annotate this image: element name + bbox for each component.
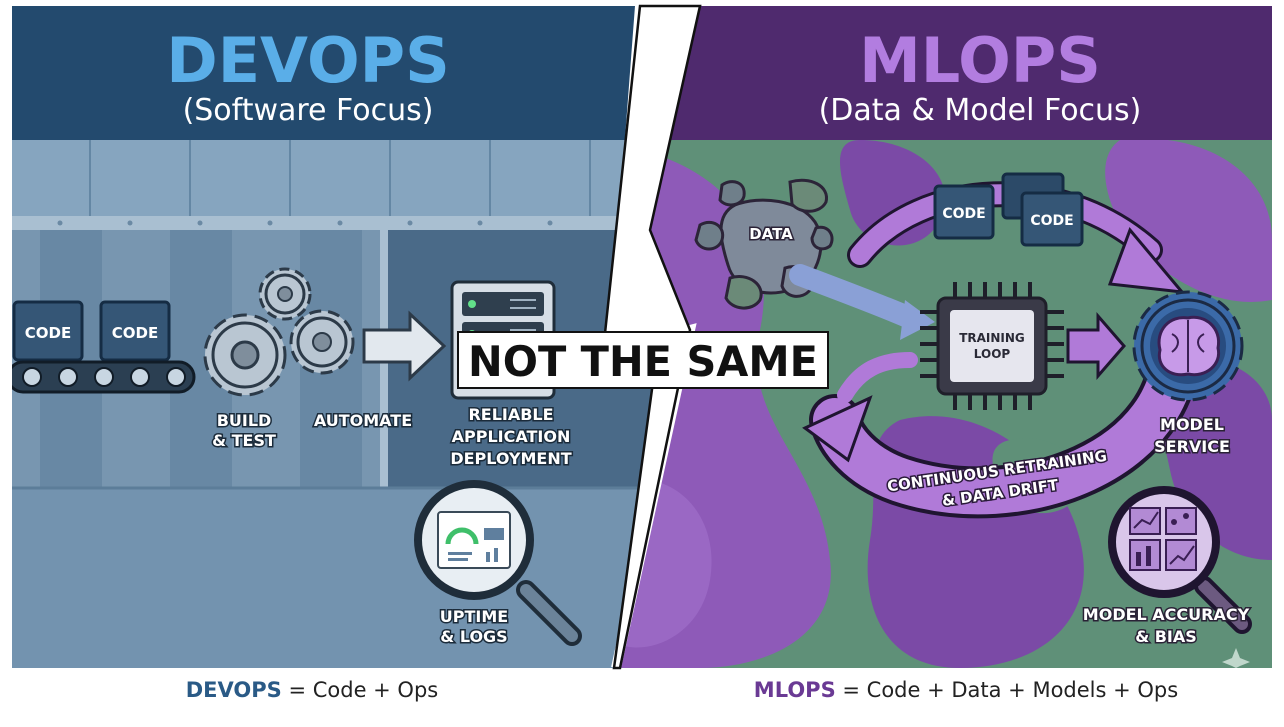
retraining-loop-arrow: [813, 318, 1198, 515]
mlops-formula-text: = Code + Data + Models + Ops: [835, 678, 1179, 702]
training-to-model-arrow: [1066, 311, 1126, 381]
devops-subtitle: (Software Focus): [183, 93, 434, 128]
magnifier-dashboard-icon: [414, 480, 582, 646]
arrow-right-icon: [362, 310, 447, 382]
devops-code-box-1: CODE: [12, 300, 84, 362]
automate-label: AUTOMATE: [314, 411, 412, 430]
svg-text:CODE: CODE: [942, 206, 985, 222]
model-service-label-1: MODEL: [1160, 415, 1224, 434]
devops-header: [12, 6, 690, 140]
sparkle-icon: [1222, 648, 1250, 668]
devops-title: DEVOPS: [166, 24, 450, 97]
data-to-training-arrow: [789, 264, 921, 329]
build-test-label-2: & TEST: [212, 431, 276, 450]
deploy-label-1: RELIABLE: [468, 405, 553, 424]
mlops-code-box-2: CODE: [1001, 172, 1084, 247]
devops-formula-text: = Code + Ops: [281, 678, 439, 702]
deploy-label-3: DEPLOYMENT: [450, 449, 571, 468]
brain-gear-icon: [1132, 290, 1244, 402]
deploy-label-2: APPLICATION: [452, 427, 571, 446]
mlops-code-box-1: CODE: [933, 184, 995, 240]
model-service-label-2: SERVICE: [1154, 437, 1230, 456]
mlops-formula: MLOPS = Code + Data + Models + Ops: [660, 668, 1272, 712]
training-label-1: TRAINING: [959, 331, 1025, 345]
mlops-header: [614, 6, 1272, 140]
accuracy-label-2: & BIAS: [1135, 627, 1197, 646]
devops-formula-label: DEVOPS: [185, 678, 282, 702]
data-label: DATA: [749, 225, 793, 243]
devops-code-box-2: CODE: [99, 300, 171, 362]
accuracy-label-1: MODEL ACCURACY: [1083, 605, 1250, 624]
gear-icon: [203, 267, 355, 397]
training-label-2: LOOP: [974, 347, 1011, 361]
training-chip-icon: [920, 282, 1064, 410]
svg-text:CODE: CODE: [25, 324, 71, 342]
devops-formula: DEVOPS = Code + Ops: [12, 668, 612, 712]
mlops-formula-label: MLOPS: [753, 678, 836, 702]
uptime-label-1: UPTIME: [440, 607, 508, 626]
conveyor-belt: [12, 360, 196, 394]
svg-text:CODE: CODE: [112, 324, 158, 342]
mlops-title: MLOPS: [859, 24, 1101, 97]
mlops-subtitle: (Data & Model Focus): [819, 93, 1142, 128]
magnifier-charts-icon: [1108, 486, 1252, 634]
uptime-label-2: & LOGS: [440, 627, 507, 646]
build-test-label-1: BUILD: [217, 411, 272, 430]
banner-text: NOT THE SAME: [468, 337, 818, 386]
not-the-same-banner: NOT THE SAME: [457, 331, 829, 389]
svg-text:CODE: CODE: [1030, 213, 1073, 229]
